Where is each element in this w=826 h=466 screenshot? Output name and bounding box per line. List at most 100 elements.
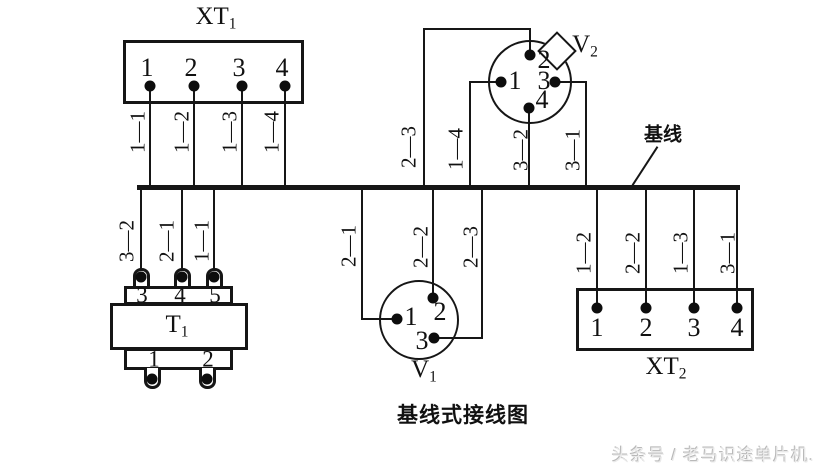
v1-label-sub: 1 [429,368,437,386]
wire-label-v2-3-1: 3—1 [560,129,585,171]
t1-label: T1 [165,312,188,340]
xt2-wire-4 [736,188,738,308]
t1-bottom-terminal-strip [124,348,233,370]
xt1-pin-num-1: 1 [140,53,154,82]
baseline-pointer-line [631,146,659,186]
xt1-wire-3 [241,86,243,186]
v2-socket-circle [488,40,572,124]
v2-wire-1-4-vertical [469,81,471,186]
v2-label: V2 [572,32,598,60]
v2-label-sub: 2 [590,43,598,61]
v1-socket-circle [379,280,459,360]
xt1-pin-dot-4 [279,80,291,92]
v1-wire-2-3-vertical [481,188,483,338]
wire-label-v1-2-1: 2—1 [336,225,361,267]
v1-wire-2-1-vertical [361,188,363,320]
xt2-wire-3 [693,188,695,308]
v2-pin-dot-1 [495,76,507,88]
v2-pin-num-2: 2 [537,45,551,74]
xt2-pin-num-1: 1 [590,313,604,342]
wire-label-xt1-3: 1—3 [217,111,242,153]
xt1-pin-num-2: 2 [184,53,198,82]
wire-label-xt2-1-2: 1—2 [571,232,596,274]
xt2-box [576,288,754,351]
xt1-pin-dot-2 [188,80,200,92]
xt1-label-text: XT [195,2,229,30]
wire-label-v2-3-2: 3—2 [508,129,533,171]
t1-wire-4 [181,188,183,270]
v1-wire-2-2-vertical [432,188,434,298]
v1-pin-num-2: 2 [433,297,447,326]
xt1-pin-dot-3 [236,80,248,92]
xt2-label-sub: 2 [678,365,687,383]
wire-label-xt1-1: 1—1 [125,111,150,153]
v1-wire-2-3-horizontal [434,337,483,339]
xt2-wire-1 [596,188,598,308]
xt2-pin-dot-1 [591,302,603,314]
t1-wire-5 [213,188,215,270]
wire-label-v2-1-4: 1—4 [443,128,468,170]
xt2-wire-2 [645,188,647,308]
wire-label-t1-2-1: 2—1 [154,220,179,262]
t1-pin-num-5: 5 [209,282,221,308]
wire-label-v1-2-3: 2—3 [458,226,483,268]
v2-wire-2-3-vertical [423,28,425,186]
xt2-pin-dot-2 [640,302,652,314]
wire-label-xt1-4: 1—4 [259,111,284,153]
xt1-wire-1 [149,86,151,186]
v2-wire-1-4-horizontal [469,81,502,83]
xt2-pin-dot-4 [731,302,743,314]
t1-pin-num-2: 2 [202,346,214,372]
diagram-title: 基线式接线图 [397,404,529,427]
t1-lug-dot-2 [201,373,213,385]
wire-label-xt2-2-2: 2—2 [620,232,645,274]
wire-label-t1-3-2: 3—2 [114,220,139,262]
xt2-label: XT2 [645,354,686,382]
v2-pin-num-3: 3 [537,66,551,95]
wire-label-xt2-3-1: 3—1 [715,232,740,274]
xt1-label: XT1 [195,4,236,32]
xt2-pin-num-2: 2 [639,313,653,342]
wire-label-t1-1-1: 1—1 [189,220,214,262]
v2-pin-dot-2 [524,49,536,61]
xt1-pin-dot-1 [144,80,156,92]
v2-pin-num-4: 4 [535,85,549,114]
wire-label-v1-2-2: 2—2 [408,226,433,268]
t1-lug-dot-3 [135,271,147,283]
xt2-pin-num-4: 4 [730,313,744,342]
wire-label-v2-2-3: 2—3 [396,126,421,168]
t1-pin-num-3: 3 [136,282,148,308]
v1-pin-num-3: 3 [415,326,429,355]
xt1-pin-num-3: 3 [232,53,246,82]
xt1-label-sub: 1 [228,15,237,33]
t1-label-text: T [165,310,181,338]
v1-pin-dot-1 [391,313,403,325]
v2-wire-3-1-vertical [585,81,587,186]
xt2-label-text: XT [645,352,679,380]
baseline-bus-line [137,185,740,190]
v2-label-text: V [572,30,591,58]
xt1-pin-num-4: 4 [275,53,289,82]
t1-lug-dot-5 [208,271,220,283]
t1-pin-num-4: 4 [174,282,186,308]
wire-label-xt2-1-3: 1—3 [668,232,693,274]
v1-pin-dot-3 [428,332,440,344]
watermark-text: 头条号 / 老马识途单片机. [612,446,815,465]
t1-wire-3 [140,188,142,270]
v1-label-text: V [411,355,430,383]
v2-wire-3-2-vertical [528,108,530,186]
xt1-wire-4 [284,86,286,186]
xt2-pin-num-3: 3 [687,313,701,342]
t1-lug-dot-4 [176,271,188,283]
v2-pin-num-1: 1 [508,66,522,95]
xt1-wire-2 [193,86,195,186]
v1-pin-num-1: 1 [404,302,418,331]
v1-pin-dot-2 [427,292,439,304]
v2-wire-2-3-horizontal [423,28,531,30]
xt2-pin-dot-3 [688,302,700,314]
wire-label-xt1-2: 1—2 [169,111,194,153]
v2-pin-dot-4 [523,102,535,114]
t1-lug-dot-1 [146,373,158,385]
baseline-label: 基线 [643,124,683,146]
